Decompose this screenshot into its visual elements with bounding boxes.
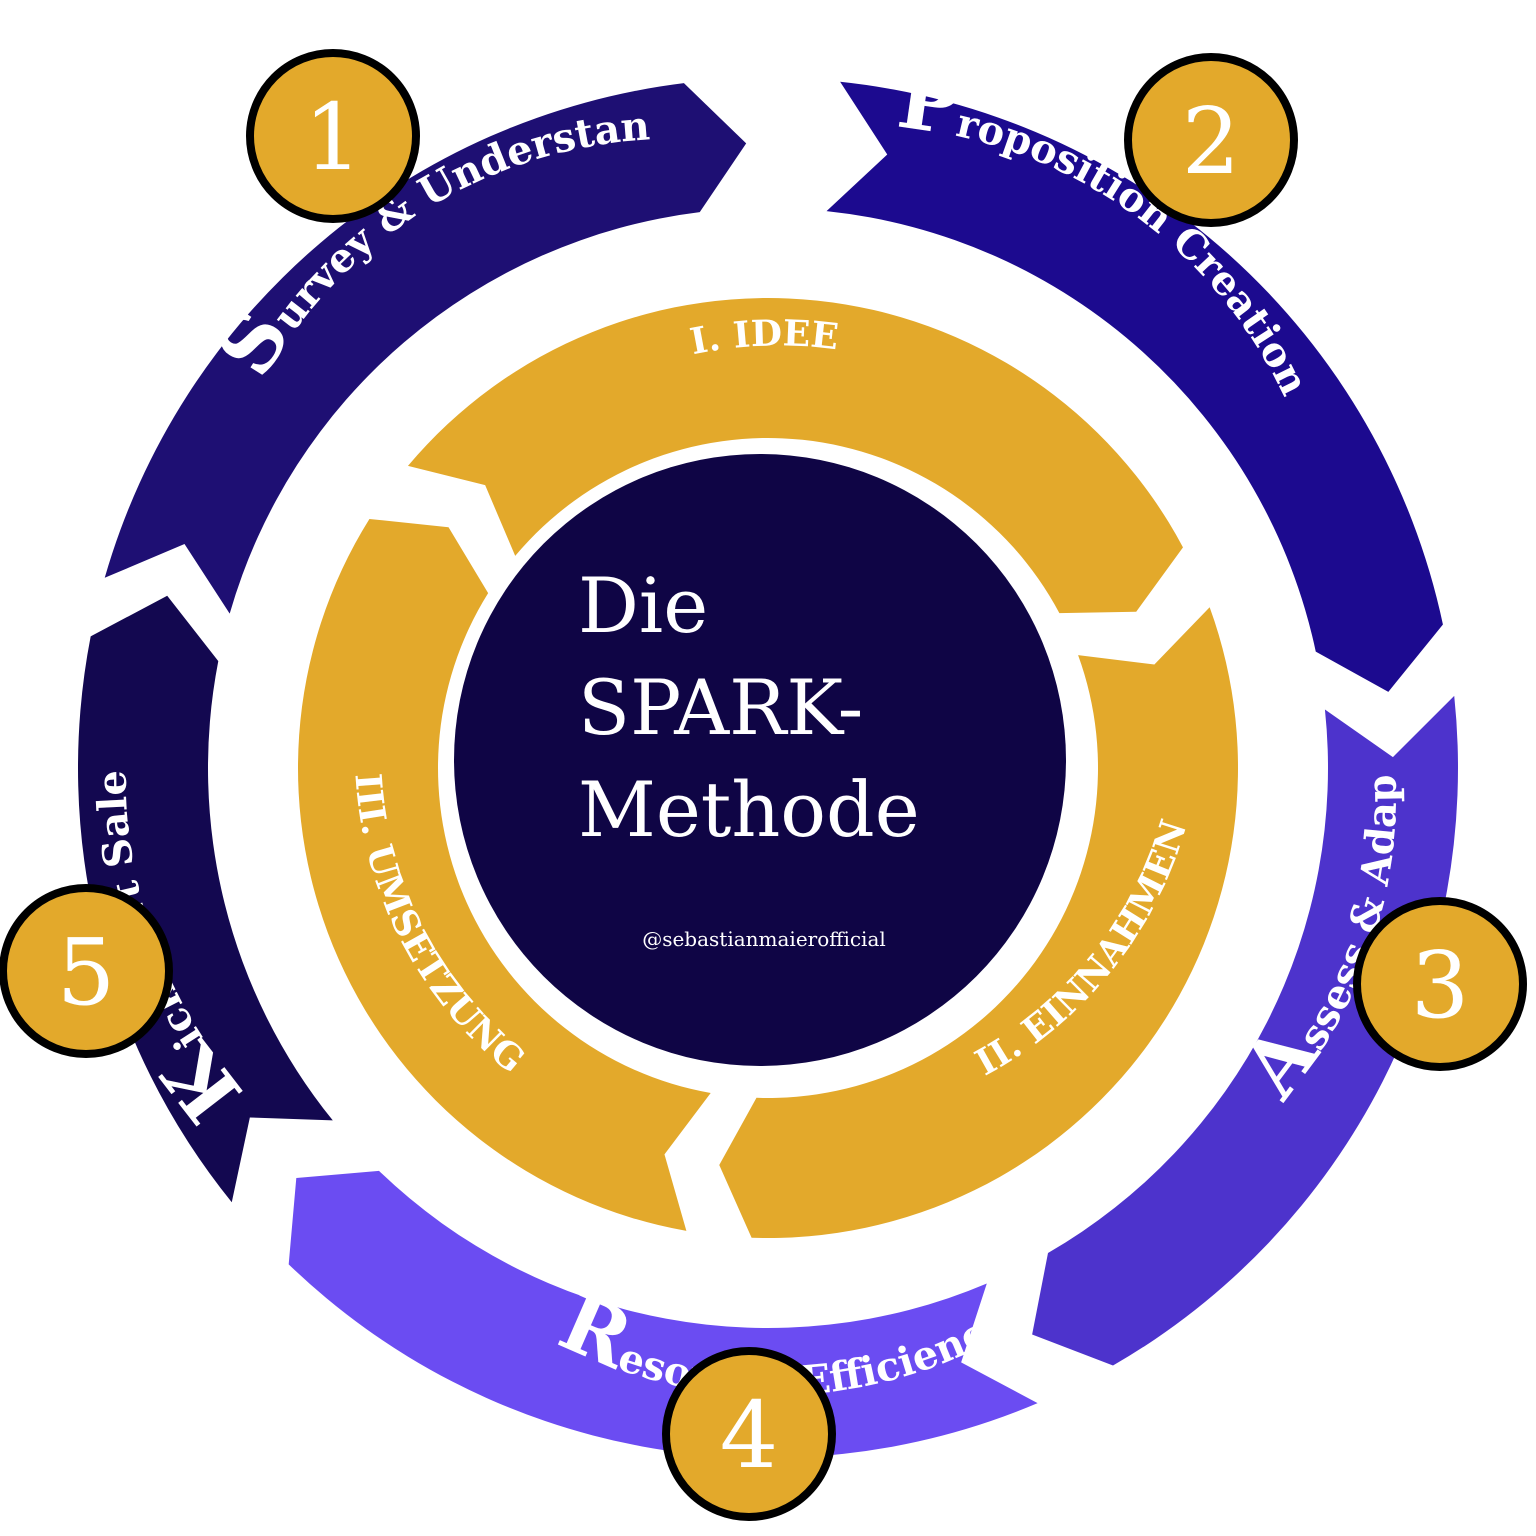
badge-2-number: 2 [1182, 88, 1241, 195]
segment-survey [104, 83, 747, 614]
badge-3: 3 [1353, 897, 1527, 1071]
badge-5: 5 [0, 884, 173, 1058]
badge-2: 2 [1124, 53, 1298, 227]
step-2-initial: P [892, 52, 965, 154]
phase-1-label: I. IDEE [687, 312, 841, 363]
phase-umsetzung-arrow [298, 518, 711, 1231]
outer-ring [77, 81, 1458, 1458]
badge-1: 1 [246, 49, 420, 223]
badge-1-number: 1 [304, 84, 363, 191]
badge-4: 4 [662, 1347, 836, 1521]
phase-einnahmen-arrow [719, 607, 1238, 1238]
author-handle: @sebastianmaierofficial [642, 927, 886, 951]
center-title-line-2: SPARK- [578, 663, 863, 752]
badge-4-number: 4 [720, 1382, 779, 1489]
center-title-line-1: Die [578, 561, 708, 650]
segment-resource [288, 1170, 1038, 1458]
badge-5-number: 5 [57, 919, 116, 1026]
inner-ring [298, 298, 1238, 1238]
phase-idee-arrow [407, 298, 1183, 614]
center-circle [454, 454, 1066, 1066]
segment-proposition [826, 81, 1443, 692]
badge-3-number: 3 [1411, 932, 1470, 1039]
segment-kickstart [77, 595, 333, 1203]
center-title-line-3: Methode [578, 765, 920, 854]
segment-assess [1032, 695, 1458, 1366]
